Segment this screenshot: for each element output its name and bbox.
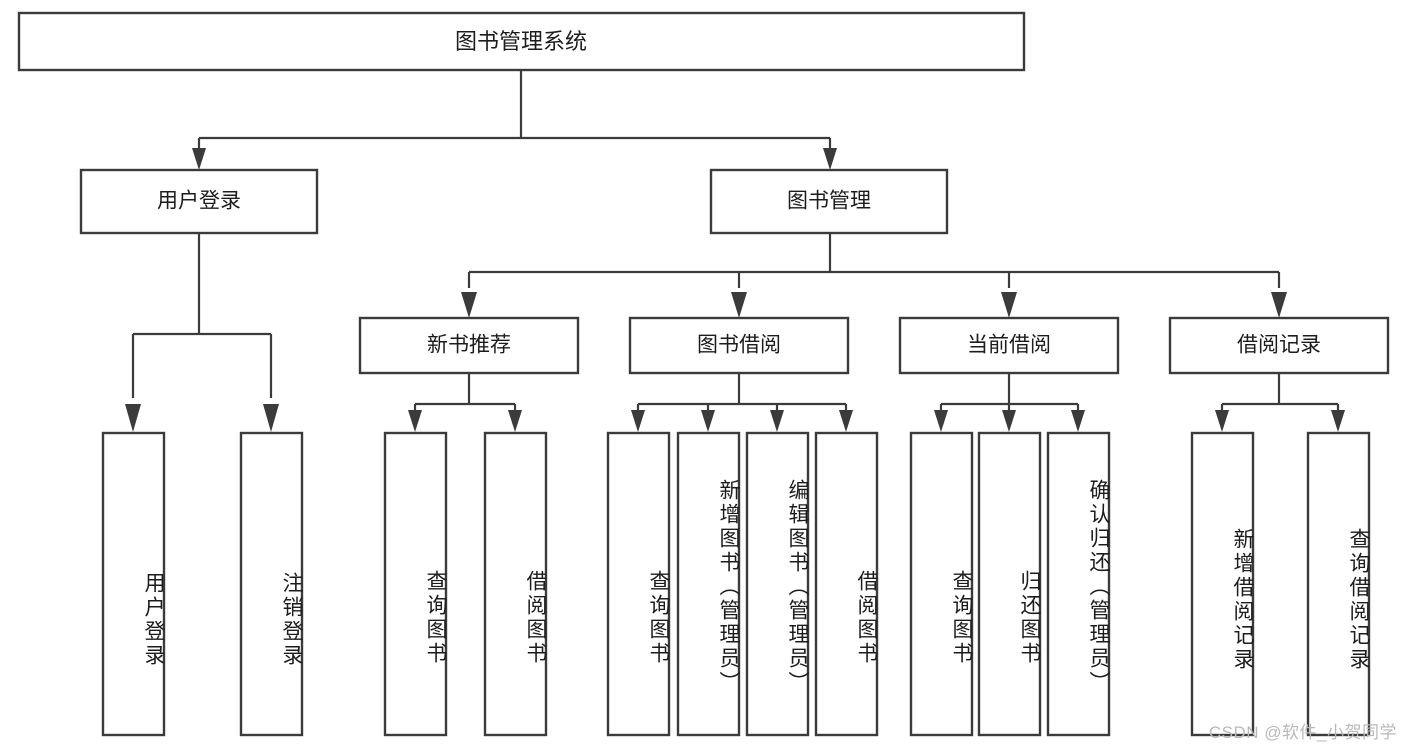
- leaf-box-current-borrow-2[interactable]: [1046, 431, 1111, 737]
- node-root-label: 图书管理系统: [455, 29, 587, 54]
- leaf-box-user-login-1[interactable]: [239, 431, 304, 737]
- leaf-box-book-borrow-0[interactable]: [606, 431, 671, 737]
- node-new-book-recommend-label: 新书推荐: [427, 334, 511, 357]
- connector-newbook-to-leaves: [408, 373, 522, 432]
- node-book-management[interactable]: 图书管理: [709, 168, 949, 235]
- leaf-box-new-book-0[interactable]: [383, 431, 448, 737]
- leaf-box-current-borrow-0[interactable]: [909, 431, 974, 737]
- node-borrow-record[interactable]: 借阅记录: [1168, 316, 1390, 375]
- node-user-login[interactable]: 用户登录: [79, 168, 319, 235]
- connector-borrow-to-leaves: [631, 373, 853, 432]
- leaf-box-borrow-record-0[interactable]: [1190, 431, 1255, 737]
- node-book-borrow-label: 图书借阅: [697, 334, 781, 357]
- node-book-borrow[interactable]: 图书借阅: [628, 316, 850, 375]
- connector-root-to-level2: [192, 70, 837, 170]
- leaf-box-borrow-record-1[interactable]: [1306, 431, 1371, 737]
- node-book-management-label: 图书管理: [787, 190, 871, 213]
- node-user-login-label: 用户登录: [157, 190, 241, 213]
- csdn-watermark: CSDN @软件_小贺同学: [1208, 723, 1397, 742]
- connector-record-to-leaves: [1215, 373, 1345, 432]
- node-current-borrow[interactable]: 当前借阅: [898, 316, 1120, 375]
- leaf-box-user-login-0[interactable]: [101, 431, 166, 737]
- leaf-box-book-borrow-1[interactable]: [676, 431, 741, 737]
- node-new-book-recommend[interactable]: 新书推荐: [358, 316, 580, 375]
- node-current-borrow-label: 当前借阅: [967, 334, 1051, 357]
- leaf-box-book-borrow-3[interactable]: [814, 431, 879, 737]
- node-borrow-record-label: 借阅记录: [1237, 334, 1321, 357]
- leaf-box-new-book-1[interactable]: [483, 431, 548, 737]
- node-root[interactable]: 图书管理系统: [17, 11, 1026, 72]
- connector-userlogin-to-leaves: [125, 233, 279, 432]
- connector-current-to-leaves: [934, 373, 1085, 432]
- leaf-box-book-borrow-2[interactable]: [745, 431, 810, 737]
- connector-bookmgmt-to-level3: [461, 233, 1287, 318]
- leaf-box-current-borrow-1[interactable]: [977, 431, 1042, 737]
